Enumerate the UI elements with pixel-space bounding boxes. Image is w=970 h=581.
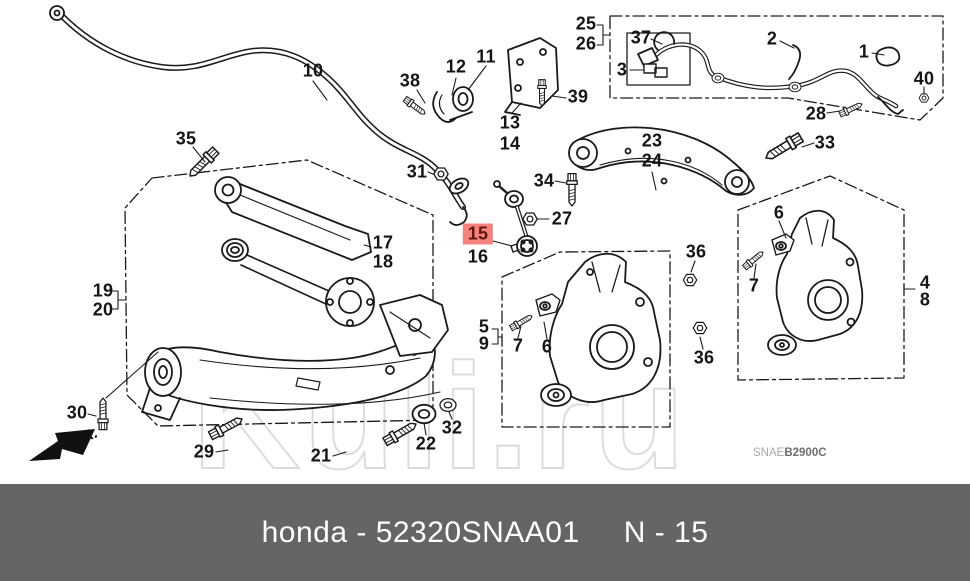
diagram-code: SNAEB2900C (753, 447, 827, 459)
part-label-8[interactable]: 8 (919, 289, 931, 310)
fr-label: FR. (72, 425, 101, 449)
trailing-arm-assembly (141, 176, 449, 421)
part-label-15-selected[interactable]: 15 (462, 223, 494, 245)
stabilizer-bracket (504, 37, 559, 116)
part-label-7-center[interactable]: 7 (512, 335, 524, 356)
rear-knuckle-right (741, 209, 864, 356)
part-label-5[interactable]: 5 (478, 316, 490, 337)
part-label-19[interactable]: 19 (92, 280, 114, 301)
part-label-9[interactable]: 9 (478, 333, 490, 354)
part-label-38[interactable]: 38 (399, 70, 421, 91)
leader-lines (87, 24, 925, 457)
part-label-29[interactable]: 29 (193, 441, 215, 462)
part-label-1[interactable]: 1 (858, 41, 870, 62)
part-label-12[interactable]: 12 (445, 56, 467, 77)
part-label-7-right[interactable]: 7 (748, 275, 760, 296)
banner-page-ref: N - 15 (623, 515, 709, 549)
fr-direction-arrow: FR. (29, 425, 100, 461)
part-label-35[interactable]: 35 (175, 128, 197, 149)
part-label-6-right[interactable]: 6 (773, 202, 785, 223)
part-label-3[interactable]: 3 (616, 59, 628, 80)
part-label-26[interactable]: 26 (575, 33, 597, 54)
part-label-11[interactable]: 11 (476, 46, 496, 67)
part-label-28[interactable]: 28 (805, 103, 827, 124)
stabilizer-bar (49, 5, 468, 226)
part-label-20[interactable]: 20 (92, 299, 114, 320)
banner-part-number: honda - 52320SNAA01 (261, 515, 580, 549)
abs-sensor-harness (637, 31, 930, 119)
part-label-33[interactable]: 33 (814, 132, 836, 153)
stabilizer-bushing-clamp (432, 86, 474, 123)
part-label-18[interactable]: 18 (372, 251, 394, 272)
part-label-4[interactable]: 4 (919, 272, 931, 293)
footer-banner: honda - 52320SNAA01 N - 15 (0, 484, 970, 581)
part-label-25[interactable]: 25 (575, 13, 597, 34)
part-label-36-top[interactable]: 36 (685, 241, 707, 262)
diagram-code-suffix: B2900C (784, 447, 827, 459)
part-label-10[interactable]: 10 (302, 60, 324, 81)
stabilizer-link (448, 177, 538, 257)
part-label-13[interactable]: 13 (499, 112, 521, 133)
part-label-39[interactable]: 39 (567, 86, 589, 107)
part-label-17[interactable]: 17 (372, 232, 394, 253)
part-label-27[interactable]: 27 (551, 208, 573, 229)
part-label-22[interactable]: 22 (415, 433, 437, 454)
part-label-24[interactable]: 24 (641, 150, 663, 171)
phantom-boxes (124, 15, 944, 428)
rear-knuckle-center (508, 252, 708, 407)
part-label-2[interactable]: 2 (766, 28, 778, 49)
part-label-32[interactable]: 32 (441, 417, 463, 438)
diagram-code-prefix: SNAE (753, 447, 785, 459)
part-label-34[interactable]: 34 (533, 170, 555, 191)
diagram-line-art: Kuli.ru (29, 5, 944, 484)
part-label-14[interactable]: 14 (499, 133, 521, 154)
part-label-37[interactable]: 37 (630, 27, 652, 48)
part-label-6-center[interactable]: 6 (541, 336, 553, 357)
part-label-21[interactable]: 21 (310, 445, 332, 466)
part-label-40[interactable]: 40 (913, 68, 935, 89)
part-label-36-bottom[interactable]: 36 (693, 347, 715, 368)
part-label-30[interactable]: 30 (66, 402, 88, 423)
upper-control-arm (566, 126, 805, 207)
part-label-23[interactable]: 23 (641, 130, 663, 151)
part-label-31[interactable]: 31 (406, 161, 428, 182)
part-label-16[interactable]: 16 (467, 246, 489, 267)
